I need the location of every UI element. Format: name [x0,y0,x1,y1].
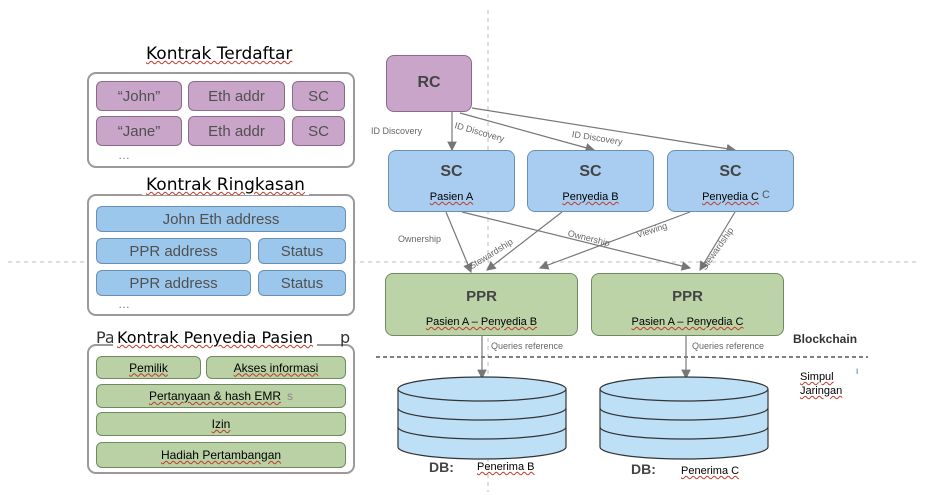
arrow-ownership-1 [445,211,473,274]
registry-sc-cell: SC [292,81,345,111]
network-node-label-line2: Jaringan [800,385,843,397]
sc-subtitle: Penyedia B [562,191,619,203]
registry-eth-cell: Eth addr [188,81,285,111]
sc-node-pasien-a: SC Pasien A [388,150,515,212]
info-access-cell-text: Akses informasi [233,360,319,375]
rc-node: RC [386,55,472,112]
database-cylinder-c [599,376,769,460]
database-cylinder-b [397,376,567,460]
sc-ghost-mark: C [762,189,770,201]
summary-ellipsis: … [118,297,130,311]
db-receiver-name: Penerima C [681,465,740,477]
summary-eth-address-cell: John Eth address [96,206,346,232]
network-node-label-line1: Simpul [800,371,834,383]
ppr-subtitle: Pasien A – Penyedia B [425,316,538,328]
sc-subtitle: Penyedia C [702,191,759,203]
edge-label-queries: Queries reference [692,341,765,351]
query-hash-ghost: s [287,389,294,403]
registry-ellipsis: … [118,148,130,162]
arrow-stewardship-2 [699,211,736,272]
registry-eth-cell: Eth addr [188,116,285,146]
ppr-node-b: PPR Pasien A – Penyedia B [385,273,578,336]
summary-ppr-address-cell: PPR address [96,270,251,296]
summary-status-cell: Status [258,270,346,296]
arrow-viewing [538,211,691,270]
db-label: DB: [631,461,656,477]
query-hash-cell-text: Pertanyaan & hash EMR [148,389,282,403]
query-hash-cell: Pertanyaan & hash EMR s [96,384,346,408]
ppr-node-c: PPR Pasien A – Penyedia C [591,273,784,336]
db-receiver-name: Penerima B [477,461,535,473]
sc-title: SC [579,163,602,180]
arrow-stewardship-1 [486,211,563,271]
blockchain-label: Blockchain [793,332,858,346]
info-access-cell: Akses informasi [206,356,346,379]
ppr-title: PPR [672,288,703,305]
provider-contract-heading-text: Kontrak Penyedia Pasien [117,328,313,347]
registry-contract-heading: Kontrak Terdaftar [142,44,297,64]
permission-cell-text: Izin [211,417,231,431]
mining-reward-cell-text: Hadiah Pertambangan [160,448,282,462]
network-mark: ι [856,366,859,377]
registry-name-cell: “Jane” [96,116,182,146]
edge-label-queries: Queries reference [491,341,564,351]
mining-reward-cell: Hadiah Pertambangan [96,442,346,468]
provider-ghost-left: Pa [96,328,115,347]
edge-label-ownership: Ownership [398,234,442,244]
rc-title: RC [417,74,441,91]
db-label: DB: [429,459,454,475]
registry-name-cell: “John” [96,81,182,111]
sc-title: SC [719,163,742,180]
sc-node-penyedia-b: SC Penyedia B [527,150,654,212]
summary-status-cell: Status [258,238,346,264]
arrow-rc-sc-b [459,112,596,153]
sc-title: SC [440,163,463,180]
sc-subtitle: Pasien A [429,191,474,203]
provider-ghost-right: p [340,328,351,347]
permission-cell: Izin [96,412,346,436]
sc-node-penyedia-c: SC Penyedia C C [667,150,794,212]
summary-contract-heading: Kontrak Ringkasan [142,175,309,195]
owner-cell: Pemilik [96,356,201,379]
summary-ppr-address-cell: PPR address [96,238,251,264]
registry-sc-cell: SC [292,116,345,146]
arrow-rc-sc-c [471,107,737,154]
arrow-ownership-2 [461,211,692,271]
provider-contract-heading: Kontrak Penyedia Pasien [113,328,317,347]
edge-label-id-discovery: ID Discovery [371,126,423,136]
owner-cell-text: Pemilik [129,360,168,375]
ppr-subtitle: Pasien A – Penyedia C [631,316,744,328]
ppr-title: PPR [466,288,497,305]
